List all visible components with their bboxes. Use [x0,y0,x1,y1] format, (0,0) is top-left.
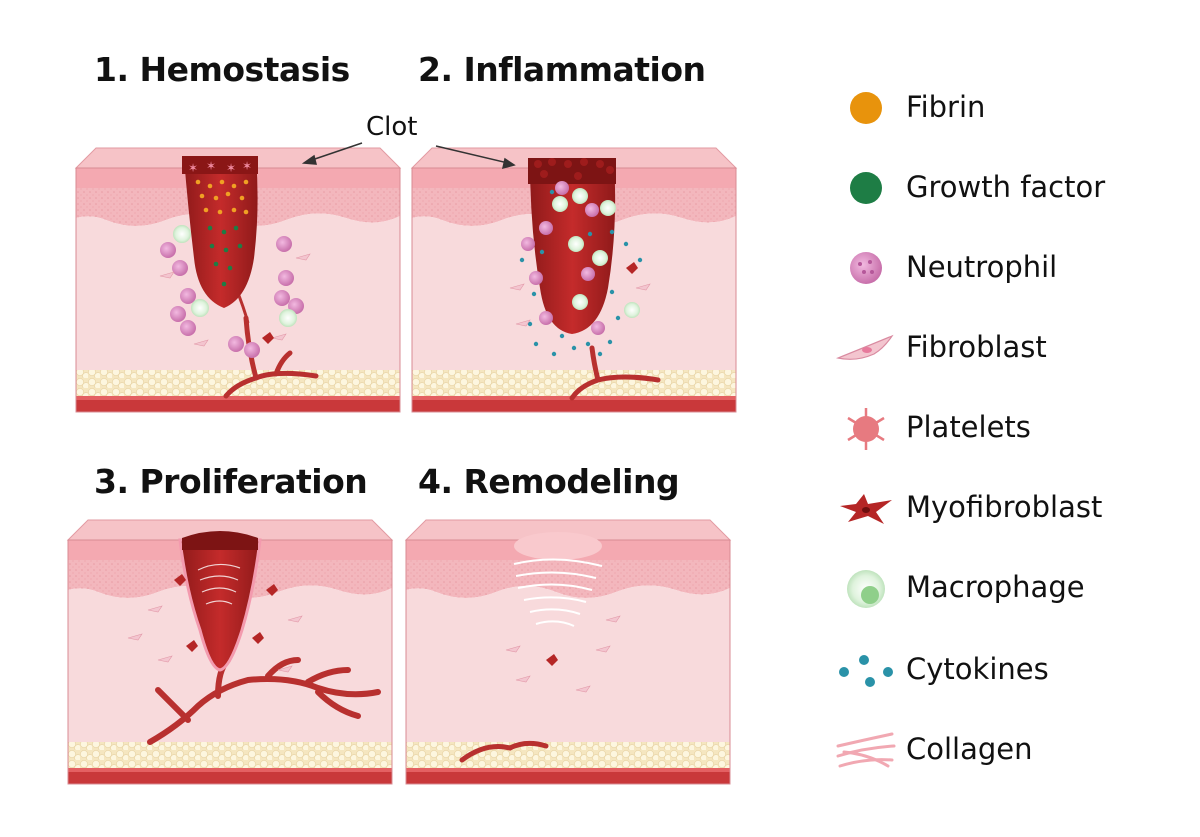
fibrin-icon [850,92,882,124]
legend-item-cytokines: Cytokines [834,646,1194,696]
legend-label: Myofibroblast [906,490,1103,524]
panel-inflammation [411,147,737,413]
legend-label: Neutrophil [906,250,1058,284]
cytokines-icon [839,655,893,687]
clot-label: Clot [366,112,418,142]
myofibroblast-icon [840,494,892,524]
growth-factor-icon [850,172,882,204]
panel-title-inflammation: 2. Inflammation [418,50,706,89]
legend-label: Fibroblast [906,330,1047,364]
legend-item-fibrin: Fibrin [834,84,1194,134]
legend-item-platelets: Platelets [834,404,1194,454]
macrophage-icon [847,570,885,608]
legend-item-fibroblast: Fibroblast [834,324,1194,374]
panel-title-remodeling: 4. Remodeling [418,462,680,501]
clot-arrows [301,142,516,170]
legend: Fibrin Growth factor Neutrophil Fibrobla… [834,0,1194,837]
legend-label: Growth factor [906,170,1106,204]
legend-item-collagen: Collagen [834,726,1194,776]
svg-text:✶: ✶ [242,159,252,173]
legend-item-macrophage: Macrophage [834,564,1194,614]
wound-healing-diagram: ✶ ✶ ✶ ✶ [67,142,737,785]
legend-label: Collagen [906,732,1033,766]
legend-item-myofibroblast: Myofibroblast [834,484,1194,534]
svg-text:✶: ✶ [188,161,198,175]
legend-label: Fibrin [906,90,986,124]
legend-label: Platelets [906,410,1031,444]
legend-item-growth-factor: Growth factor [834,164,1194,214]
svg-text:✶: ✶ [206,159,216,173]
legend-label: Macrophage [906,570,1085,604]
legend-item-neutrophil: Neutrophil [834,244,1194,294]
panel-title-hemostasis: 1. Hemostasis [94,50,350,89]
fibroblast-icon [835,334,894,360]
panel-title-proliferation: 3. Proliferation [94,462,368,501]
svg-text:✶: ✶ [226,161,236,175]
platelets-icon [847,408,885,450]
collagen-icon [836,732,896,768]
panel-proliferation [67,519,393,785]
panel-remodeling [405,519,731,785]
legend-label: Cytokines [906,652,1049,686]
neutrophil-icon [850,252,882,284]
panel-hemostasis: ✶ ✶ ✶ ✶ [75,147,401,413]
